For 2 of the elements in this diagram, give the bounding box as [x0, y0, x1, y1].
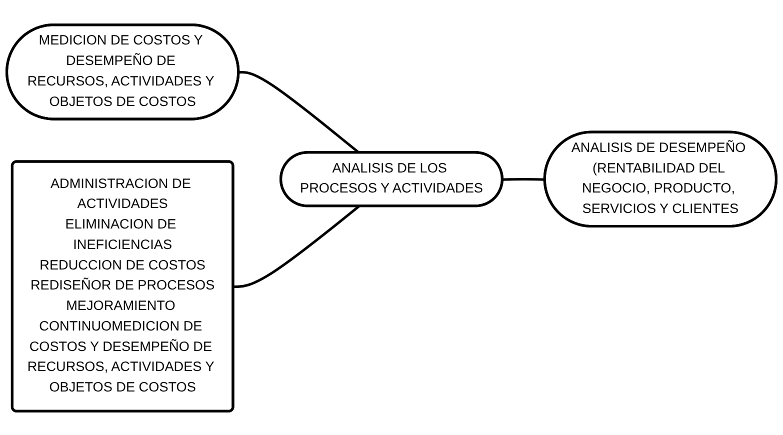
connector [502, 178, 546, 180]
connector [233, 204, 360, 288]
